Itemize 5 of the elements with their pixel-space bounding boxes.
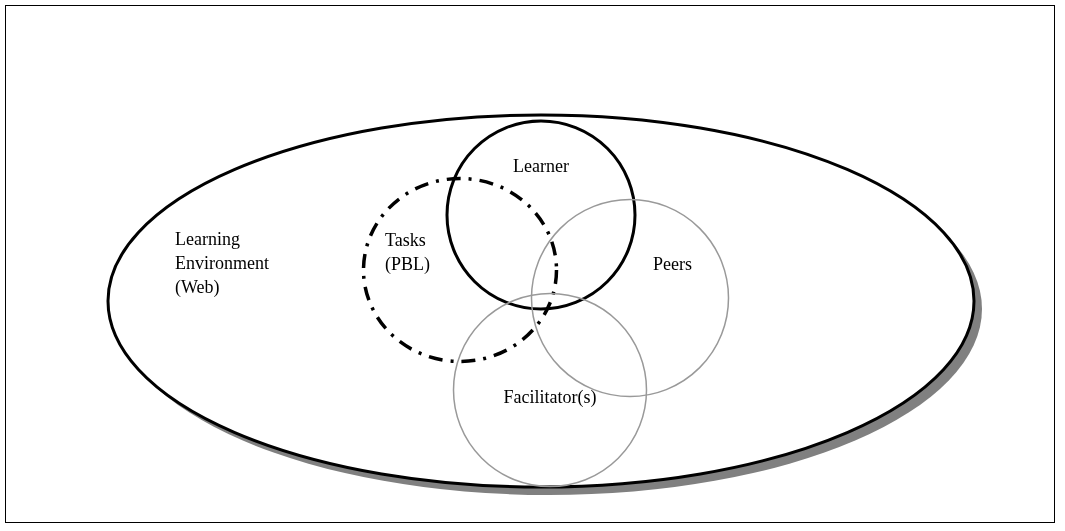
circle-label: Peers [653, 253, 693, 276]
circle-label: Tasks (PBL) [385, 229, 431, 276]
circle-label: Facilitator(s) [502, 386, 598, 409]
circle-label: Learning Environment (Web) [175, 228, 270, 299]
circle-label: Learner [512, 155, 570, 178]
